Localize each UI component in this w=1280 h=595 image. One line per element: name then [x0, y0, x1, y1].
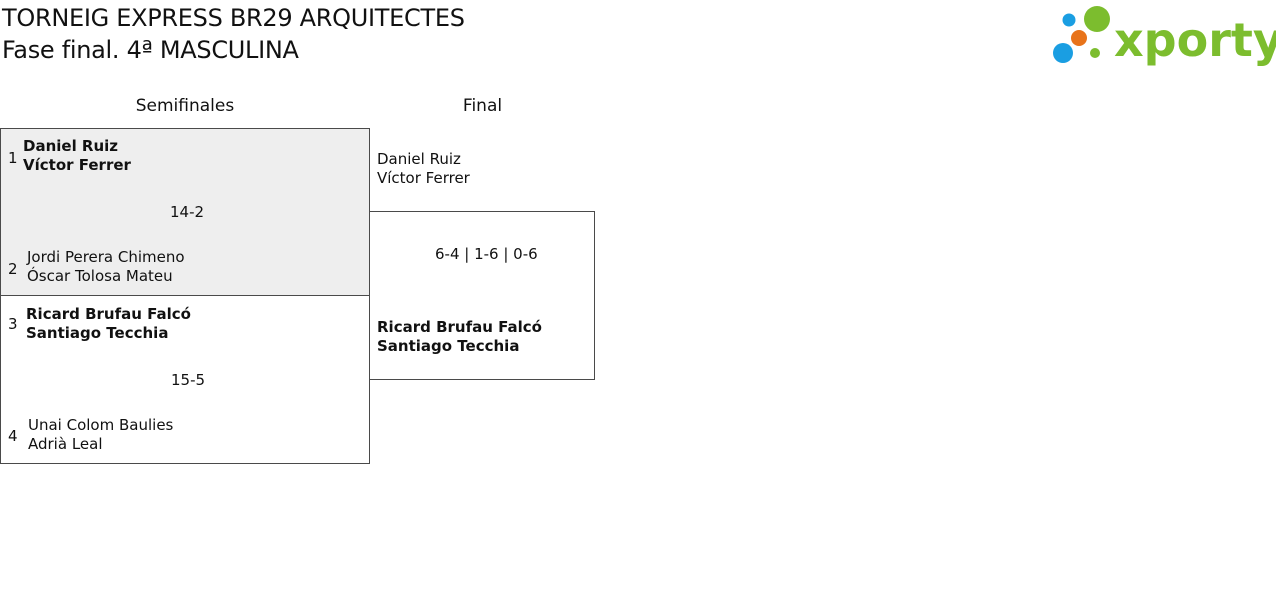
final-team-entry: Daniel Ruiz Víctor Ferrer: [377, 150, 470, 188]
team-entry: Unai Colom Baulies Adrià Leal: [28, 416, 173, 454]
round-header-final: Final: [462, 96, 503, 116]
logo-dot-blue-large: [1053, 43, 1073, 63]
xporty-logo: xporty: [1050, 4, 1280, 68]
player-name: Unai Colom Baulies: [28, 416, 174, 434]
seed-number: 2: [8, 260, 18, 278]
logo-dot-green-small: [1090, 48, 1100, 58]
final-team-entry-winner: Ricard Brufau Falcó Santiago Tecchia: [377, 318, 542, 356]
logo-dot-orange: [1071, 30, 1087, 46]
player-name: Ricard Brufau Falcó: [377, 318, 542, 336]
phase-subtitle: Fase final. 4ª MASCULINA: [2, 36, 299, 64]
seed-number: 4: [8, 427, 18, 445]
player-name: Óscar Tolosa Mateu: [27, 267, 173, 285]
player-name: Santiago Tecchia: [26, 324, 169, 342]
final-score: 6-4 | 1-6 | 0-6: [435, 245, 538, 263]
match-score: 14-2: [170, 203, 205, 221]
semifinal-match-2[interactable]: 3 Ricard Brufau Falcó Santiago Tecchia 1…: [0, 295, 370, 464]
seed-number: 3: [8, 315, 18, 333]
player-name: Víctor Ferrer: [23, 156, 131, 174]
xporty-logo-graphic: xporty: [1053, 6, 1280, 67]
player-name: Daniel Ruiz: [377, 150, 461, 168]
player-name: Santiago Tecchia: [377, 337, 520, 355]
player-name: Daniel Ruiz: [23, 137, 119, 155]
logo-wordmark: xporty: [1114, 13, 1276, 67]
tournament-title: TORNEIG EXPRESS BR29 ARQUITECTES: [2, 4, 465, 32]
player-name: Jordi Perera Chimeno: [27, 248, 185, 266]
team-entry-winner: Ricard Brufau Falcó Santiago Tecchia: [26, 305, 191, 343]
seed-number: 1: [8, 149, 18, 167]
player-name: Adrià Leal: [28, 435, 103, 453]
semifinal-match-1[interactable]: 1 Daniel Ruiz Víctor Ferrer 14-2 2 Jordi…: [0, 128, 370, 296]
final-match[interactable]: 6-4 | 1-6 | 0-6 Ricard Brufau Falcó Sant…: [369, 211, 595, 380]
logo-dot-blue-small: [1062, 13, 1076, 27]
player-name: Víctor Ferrer: [377, 169, 470, 187]
team-entry: Jordi Perera Chimeno Óscar Tolosa Mateu: [27, 248, 185, 286]
player-name: Ricard Brufau Falcó: [26, 305, 191, 323]
header: TORNEIG EXPRESS BR29 ARQUITECTES Fase fi…: [2, 2, 465, 66]
team-entry-winner: Daniel Ruiz Víctor Ferrer: [23, 137, 131, 175]
logo-dot-green-large: [1084, 6, 1110, 32]
round-header-semifinals: Semifinales: [135, 96, 235, 116]
match-score: 15-5: [171, 371, 206, 389]
